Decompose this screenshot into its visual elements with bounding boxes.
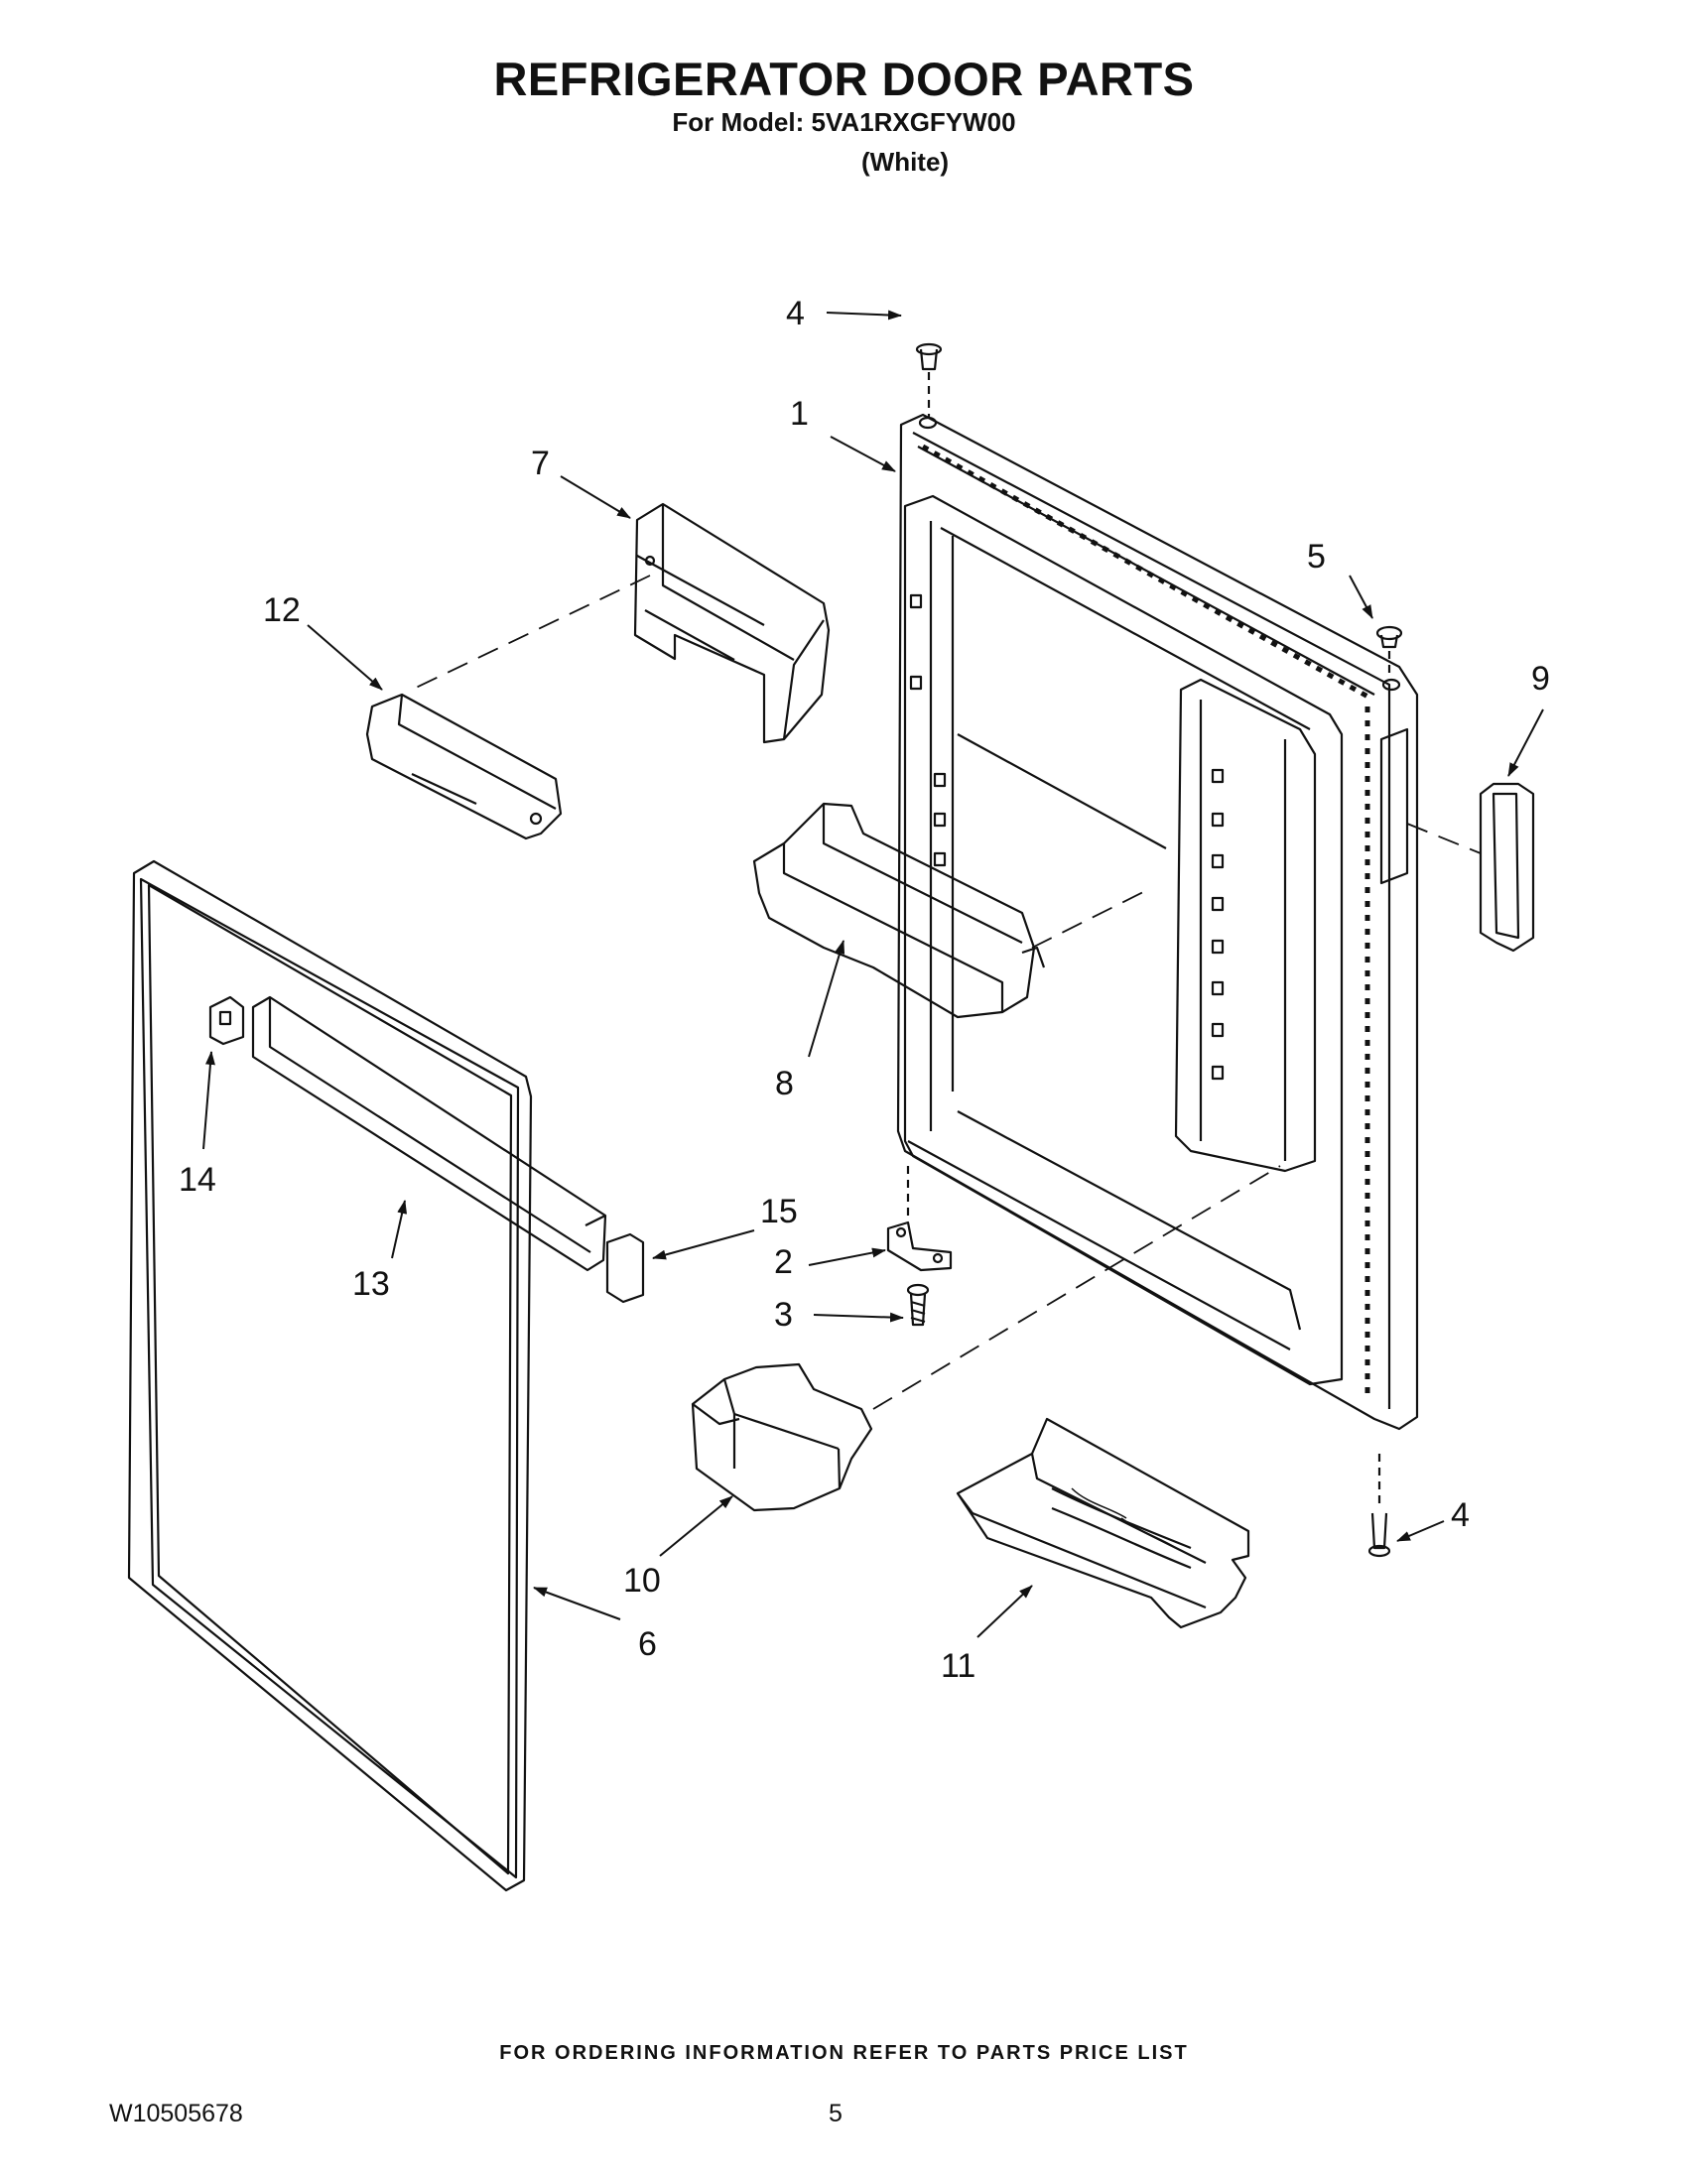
model-line: For Model: 5VA1RXGFYW00 — [672, 107, 1016, 137]
callout-c14: 14 — [179, 1161, 216, 1199]
color-line: (White) — [861, 147, 950, 177]
document-number: W10505678 — [109, 2100, 243, 2127]
callout-c1: 1 — [790, 395, 809, 433]
screw-part-3 — [906, 1283, 930, 1327]
callout-c3: 3 — [774, 1296, 793, 1334]
end-cap-part-15 — [605, 1232, 645, 1304]
callout-c8: 8 — [775, 1065, 794, 1102]
callout-c7: 7 — [531, 445, 550, 482]
door-liner — [896, 413, 1419, 1431]
callout-c4-bottom: 4 — [1451, 1496, 1470, 1534]
end-cap-part-14 — [208, 995, 245, 1046]
deep-bin-part-11 — [956, 1417, 1250, 1629]
callout-c2: 2 — [774, 1243, 793, 1281]
callout-c13: 13 — [352, 1265, 390, 1303]
bin-part-10 — [691, 1362, 873, 1512]
hinge-plug — [1375, 625, 1403, 677]
cover-part-12 — [365, 693, 563, 840]
callout-c4-top: 4 — [786, 295, 805, 332]
trim-part-13 — [251, 995, 607, 1272]
ordering-note: FOR ORDERING INFORMATION REFER TO PARTS … — [499, 2042, 1189, 2064]
hinge-pin-bottom — [1367, 1454, 1391, 1558]
callout-c10: 10 — [623, 1562, 661, 1600]
leader-arrows — [202, 310, 1544, 1638]
page-number: 5 — [829, 2100, 843, 2127]
hinge-pin-top — [915, 342, 943, 417]
callout-c15: 15 — [760, 1193, 798, 1230]
callout-labels: 4 1 7 5 12 9 8 14 15 2 13 3 4 10 6 11 — [179, 295, 1550, 1685]
bracket-part-7 — [633, 502, 831, 744]
hinge-part-2 — [886, 1166, 953, 1272]
door-gasket-part-6 — [127, 859, 533, 1892]
callout-c9: 9 — [1531, 660, 1550, 698]
explode-lines — [411, 575, 1482, 1410]
page-title: REFRIGERATOR DOOR PARTS — [493, 53, 1195, 105]
callout-c11: 11 — [941, 1647, 975, 1685]
handle-part-9 — [1479, 782, 1535, 953]
callout-c5: 5 — [1307, 538, 1326, 576]
callout-c12: 12 — [263, 591, 301, 629]
door-bin-part-8 — [752, 802, 1046, 1019]
callout-c6: 6 — [638, 1625, 657, 1663]
